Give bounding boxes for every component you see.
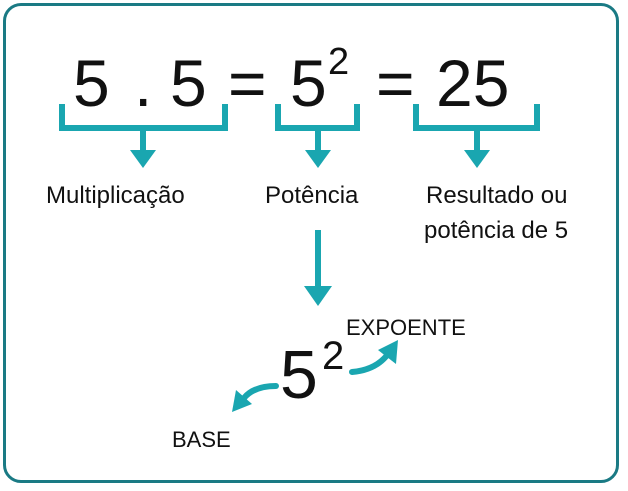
label-base: BASE bbox=[172, 427, 231, 452]
multiplication-right-factor: 5 bbox=[170, 46, 207, 120]
power-arrow bbox=[305, 128, 331, 168]
exponent-curved-arrow bbox=[349, 340, 398, 375]
base-curved-arrow bbox=[232, 383, 279, 412]
multiplication-left-factor: 5 bbox=[73, 46, 110, 120]
multiplication-bracket bbox=[59, 104, 228, 131]
result-value: 25 bbox=[436, 46, 510, 120]
label-power: Potência bbox=[265, 182, 359, 209]
power-exponent: 2 bbox=[328, 41, 350, 83]
detail-base-number: 5 bbox=[280, 337, 318, 413]
equals-sign-second: = bbox=[376, 46, 415, 120]
label-exponent: EXPOENTE bbox=[346, 315, 466, 340]
power-base: 5 bbox=[290, 46, 327, 120]
multiplication-arrow bbox=[130, 128, 156, 168]
label-result-line1: Resultado ou bbox=[426, 182, 568, 209]
diagram-frame bbox=[3, 3, 619, 483]
label-multiplication: Multiplicação bbox=[46, 182, 185, 209]
multiplication-dot: . bbox=[134, 46, 153, 120]
power-bracket bbox=[275, 104, 360, 131]
power-detail-arrow bbox=[304, 230, 332, 306]
result-bracket bbox=[413, 104, 540, 131]
label-result-line2: potência de 5 bbox=[424, 217, 569, 244]
result-arrow bbox=[464, 128, 490, 168]
detail-exponent-number: 2 bbox=[322, 334, 345, 378]
equals-sign-first: = bbox=[228, 46, 267, 120]
